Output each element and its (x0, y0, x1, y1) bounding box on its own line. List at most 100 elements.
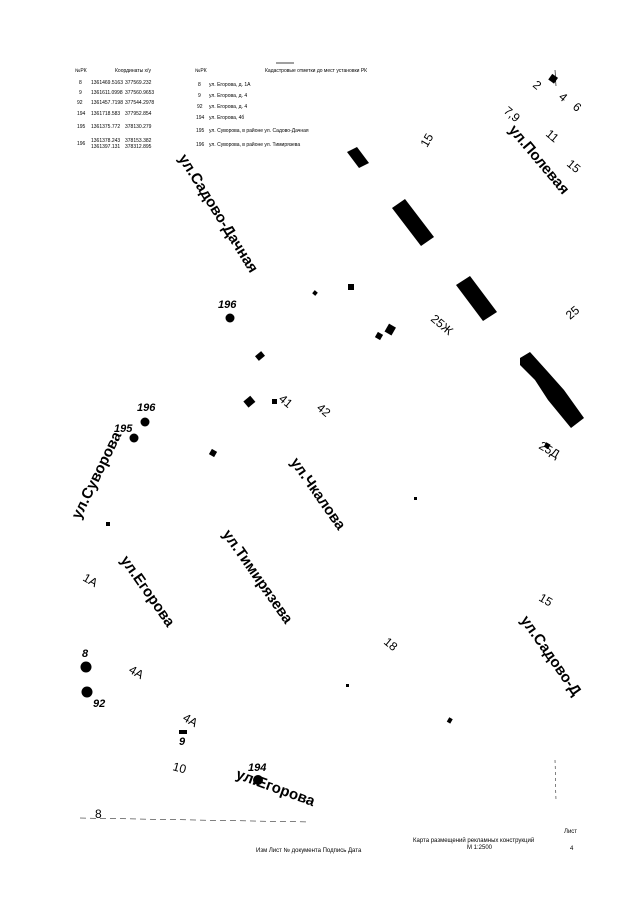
row-address: ул. Егорова, д. 4 (209, 104, 248, 110)
stamp-sheet-label: Лист (564, 829, 578, 835)
marker-label: 9 (179, 736, 186, 748)
house-number: 4 (556, 90, 570, 105)
house-number: 11 (543, 127, 562, 146)
building (456, 276, 497, 321)
street-label: ул.Полевая (505, 122, 573, 198)
building (384, 323, 396, 336)
row-num: 195 (196, 128, 205, 134)
building (374, 331, 384, 341)
address-table: №РК Кадастровые отметки до мест установк… (195, 68, 385, 158)
building (106, 522, 110, 526)
marker-label: 196 (137, 402, 156, 414)
building (520, 352, 584, 428)
house-number: 41 (276, 392, 295, 412)
table-header-address: Кадастровые отметки до мест установки РК (265, 68, 368, 74)
building (446, 717, 453, 724)
row-x: 1361469.5163 (91, 80, 123, 86)
marker-point[interactable] (80, 661, 92, 673)
street-label: ул.Суворова (68, 428, 125, 521)
building (392, 199, 434, 246)
row-num: 196 (196, 142, 205, 148)
marker-label: 196 (218, 299, 237, 311)
marker-point[interactable] (253, 775, 263, 785)
house-number: 1А (81, 570, 101, 589)
building (272, 399, 277, 404)
stamp-columns: Изм Лист № документа Подпись Дата (256, 848, 362, 854)
coordinates-table: №РК Координаты x/y 8 1361469.5163 377569… (75, 68, 190, 158)
house-number: 7,9 (501, 104, 523, 126)
row-num: 9 (79, 90, 82, 96)
row-address: ул. Егорова, 4б (209, 115, 245, 121)
row-address: ул. Суворова, в районе ул. Тимирязева (209, 142, 301, 148)
marker-label: 195 (114, 423, 133, 435)
table-header-coords: Координаты x/y (115, 68, 151, 74)
house-number: 4А (181, 710, 201, 729)
stamp-scale: М 1:2500 (467, 845, 493, 851)
row-y: 377544.2978 (125, 100, 155, 106)
street-label: ул.Садово-Д (517, 613, 585, 700)
row-y: 377560.9653 (125, 90, 155, 96)
marker-point[interactable] (81, 686, 93, 698)
street-label: ул.Чкалова (287, 455, 350, 534)
building (348, 284, 354, 290)
row-x: 1361611.0998 (91, 90, 123, 96)
building (347, 147, 369, 168)
house-number: 25Ж (428, 312, 456, 338)
parcel-line (554, 69, 557, 87)
street-label: ул.Егорова (117, 553, 179, 631)
row-num: 194 (77, 111, 86, 117)
house-number: 8 (95, 807, 102, 821)
row-num: 196 (77, 141, 86, 147)
row-y: 377952.854 (125, 111, 152, 117)
stamp-title: Карта размещений рекламных конструкций (413, 838, 535, 844)
row-y: 378130.279 (125, 124, 152, 130)
row-num: 92 (77, 100, 83, 106)
building (255, 351, 265, 361)
building (243, 395, 256, 408)
row-num: 195 (77, 124, 86, 130)
building (312, 290, 318, 296)
house-number: 6 (570, 100, 584, 115)
parcel-line (79, 817, 311, 823)
row-num: 8 (198, 82, 201, 88)
building (179, 730, 187, 734)
row-num: 194 (196, 115, 205, 121)
house-number: 15 (417, 131, 436, 150)
table-header-num: №РК (195, 68, 207, 74)
house-number: 25Д (537, 438, 563, 461)
marker-point[interactable] (140, 417, 150, 427)
row-address: ул. Егорова, д. 1А (209, 82, 251, 88)
marker-point[interactable] (225, 313, 235, 323)
building (414, 497, 417, 500)
house-number: 10 (171, 759, 188, 776)
row-num: 92 (197, 104, 203, 110)
row-x: 1361457.7198 (91, 100, 123, 106)
row-y: 378153.382 378312.895 (125, 138, 152, 150)
street-label: ул.Егорова (234, 766, 318, 811)
stamp-sheet-number: 4 (570, 846, 574, 852)
row-num: 9 (198, 93, 201, 99)
parcel-line (554, 759, 557, 801)
house-number: 18 (381, 635, 400, 655)
building (543, 442, 551, 450)
house-number: 2 (530, 78, 544, 93)
row-x: 1361378.243 1361397.131 (91, 138, 121, 150)
building (548, 73, 558, 84)
row-address: ул. Егорова, д. 4 (209, 93, 248, 99)
house-number: 42 (314, 401, 333, 421)
marker-label: 194 (248, 762, 266, 774)
row-num: 8 (79, 80, 82, 86)
table-header-num: №РК (75, 68, 87, 74)
house-number: 4А (127, 662, 147, 681)
house-number: 15 (537, 590, 556, 609)
building (346, 684, 349, 687)
house-number: 15 (564, 157, 583, 177)
row-y: 377569.232 (125, 80, 152, 86)
building (208, 448, 218, 458)
street-label: ул.Тимирязева (219, 527, 297, 628)
row-x: 1361718.583 (91, 111, 121, 117)
marker-point[interactable] (129, 433, 139, 443)
row-x: 1361375.772 (91, 124, 121, 130)
